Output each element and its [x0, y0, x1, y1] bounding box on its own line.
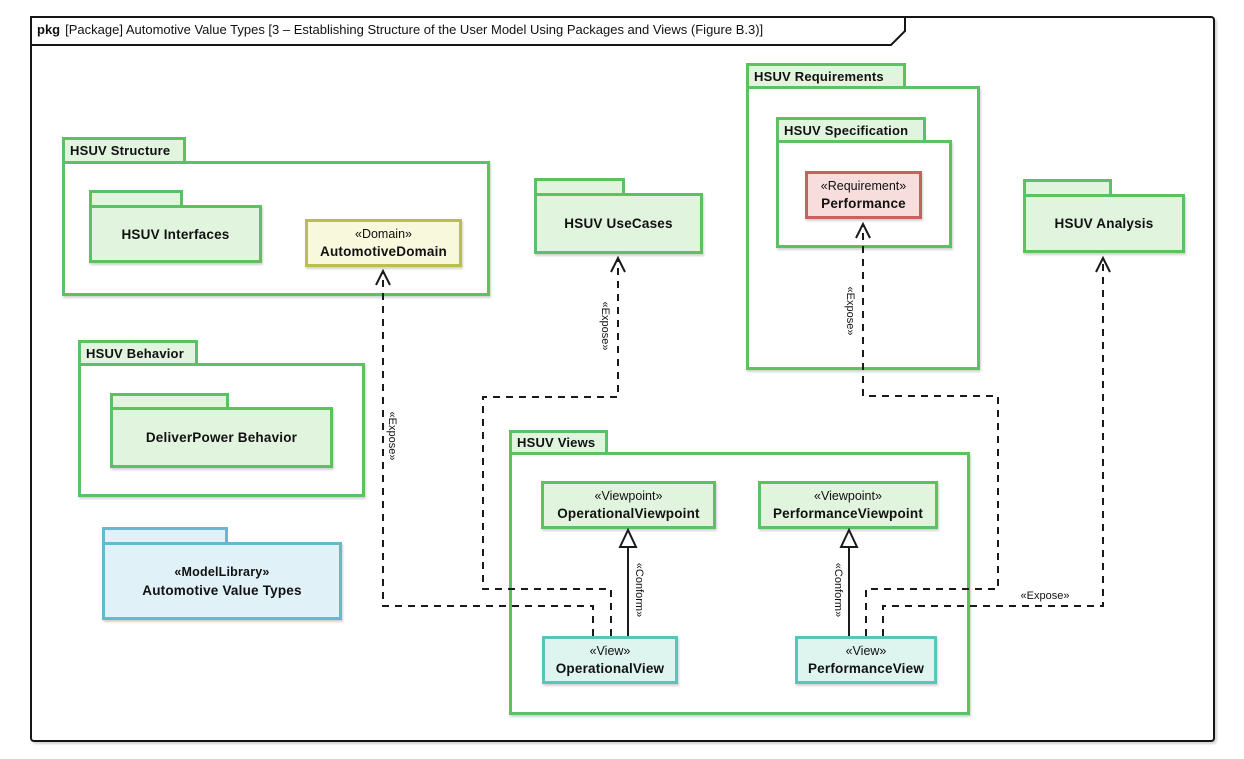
folder-label: HSUV Interfaces: [121, 226, 230, 242]
folder-deliverpower-behavior[interactable]: DeliverPower Behavior: [110, 393, 333, 468]
class-performance-view[interactable]: «View» PerformanceView: [795, 636, 937, 684]
folder-hsuv-usecases[interactable]: HSUV UseCases: [534, 178, 703, 254]
stereotype-label: «Requirement»: [820, 179, 907, 193]
stereotype-label: «View»: [589, 644, 631, 658]
package-label: HSUV Requirements: [754, 68, 884, 84]
stereotype-label: «Viewpoint»: [594, 489, 663, 503]
folder-tab: [534, 178, 625, 193]
folder-automotive-value-types[interactable]: «ModelLibrary» Automotive Value Types: [102, 527, 342, 620]
package-tab: HSUV Specification: [776, 117, 926, 140]
class-name: PerformanceViewpoint: [772, 506, 924, 521]
folder-body: «ModelLibrary» Automotive Value Types: [102, 542, 342, 620]
folder-body: HSUV Interfaces: [89, 205, 262, 263]
package-label: HSUV Structure: [70, 143, 171, 158]
frame-keyword: pkg: [37, 22, 61, 37]
class-performance-requirement[interactable]: «Requirement» Performance: [805, 171, 922, 219]
folder-tab: [89, 190, 183, 205]
folder-label: HSUV Analysis: [1054, 216, 1154, 231]
class-operational-view[interactable]: «View» OperationalView: [542, 636, 678, 684]
package-tab: HSUV Behavior: [78, 340, 198, 363]
folder-body: DeliverPower Behavior: [110, 407, 333, 468]
folder-body: HSUV Analysis: [1023, 194, 1185, 253]
conform-edge-label: «Conform»: [832, 562, 844, 618]
folder-label: DeliverPower Behavior: [145, 430, 298, 445]
stereotype-label: «Domain»: [355, 227, 412, 241]
folder-label: Automotive Value Types: [142, 582, 302, 598]
folder-label: HSUV UseCases: [564, 216, 673, 231]
folder-hsuv-analysis[interactable]: HSUV Analysis: [1023, 179, 1185, 253]
conform-edge-label: «Conform»: [633, 562, 645, 618]
folder-tab: [102, 527, 228, 542]
class-name: OperationalView: [555, 661, 665, 676]
folder-tab: [110, 393, 229, 407]
class-name: Performance: [821, 196, 906, 211]
package-label: HSUV Behavior: [86, 345, 184, 361]
class-performance-viewpoint[interactable]: «Viewpoint» PerformanceViewpoint: [758, 481, 938, 529]
expose-edge-label: «Expose»: [599, 301, 611, 351]
class-name: OperationalViewpoint: [557, 506, 700, 521]
package-label: HSUV Views: [517, 435, 596, 450]
stereotype-label: «ModelLibrary»: [174, 564, 270, 579]
package-tab: HSUV Structure: [62, 137, 186, 161]
frame-title-text: [Package] Automotive Value Types [3 – Es…: [65, 22, 764, 37]
package-tab: HSUV Views: [509, 430, 608, 452]
folder-tab: [1023, 179, 1112, 194]
expose-edge-label: «Expose»: [1020, 590, 1070, 602]
class-automotive-domain[interactable]: «Domain» AutomotiveDomain: [305, 219, 462, 267]
stereotype-label: «Viewpoint»: [814, 489, 882, 503]
class-name: AutomotiveDomain: [320, 244, 447, 259]
package-tab: HSUV Requirements: [746, 63, 906, 86]
frame-title: pkg [Package] Automotive Value Types [3 –…: [37, 22, 763, 37]
expose-edge-label: «Expose»: [386, 411, 398, 461]
class-operational-viewpoint[interactable]: «Viewpoint» OperationalViewpoint: [541, 481, 716, 529]
stereotype-label: «View»: [845, 644, 887, 658]
folder-hsuv-interfaces[interactable]: HSUV Interfaces: [89, 190, 262, 263]
package-label: HSUV Specification: [784, 122, 909, 138]
class-name: PerformanceView: [807, 661, 925, 676]
expose-edge-label: «Expose»: [844, 286, 856, 336]
folder-body: HSUV UseCases: [534, 193, 703, 254]
